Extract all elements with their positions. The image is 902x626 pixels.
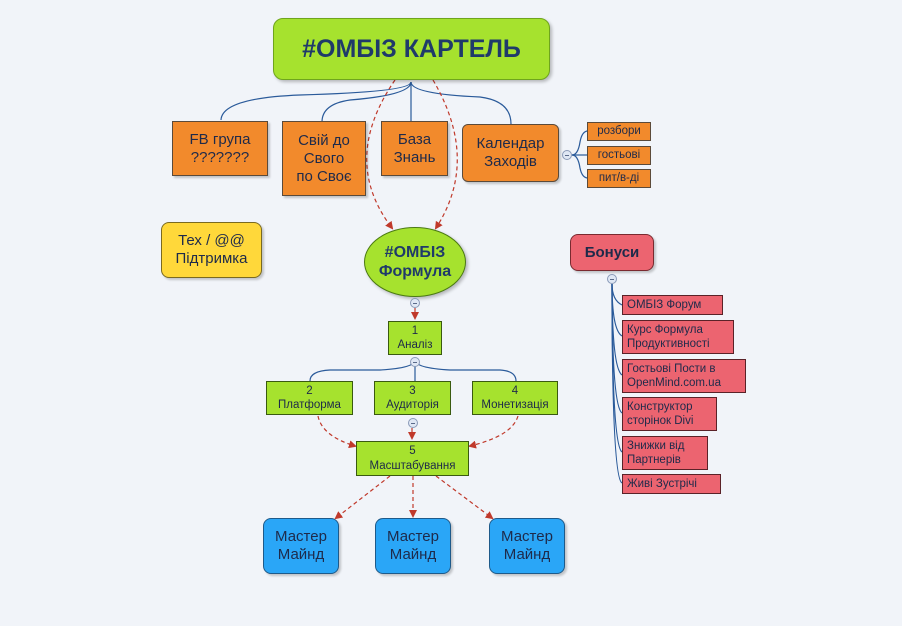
root-formula-connectors — [366, 79, 458, 230]
connector-monetization-scaling — [468, 415, 519, 449]
support-node-label: Тех / @@ Підтримка — [175, 232, 248, 267]
formula-collapse-toggle[interactable] — [410, 298, 420, 308]
branch-events-calendar[interactable]: Календар Заходів — [462, 124, 559, 182]
connector-root-formula-left — [366, 79, 396, 230]
connector-scaling-mastermind-right — [435, 475, 494, 520]
calendar-item-pyt-label: пит/в-ді — [598, 171, 640, 184]
mastermind-node-center-label: Мастер Майнд — [387, 528, 439, 563]
bonus-item-meetings[interactable]: Живі Зустрічі — [622, 474, 721, 494]
step-monetization[interactable]: 4 Монетизація — [472, 381, 558, 415]
audience-collapse-toggle[interactable] — [408, 418, 418, 428]
support-node[interactable]: Тех / @@ Підтримка — [161, 222, 262, 278]
calendar-item-gostovi[interactable]: гостьові — [587, 146, 651, 165]
connector-root-calendar — [410, 81, 512, 125]
bonus-connectors — [611, 283, 623, 484]
connector-calendar-razbory — [571, 130, 589, 156]
calendar-item-pyt[interactable]: пит/в-ді — [587, 169, 651, 188]
bonus-item-meetings-label: Живі Зустрічі — [627, 477, 697, 490]
root-branch-connectors — [220, 81, 512, 125]
connector-analysis-platform — [309, 359, 416, 382]
connector-platform-scaling — [317, 415, 357, 449]
mastermind-node-right-label: Мастер Майнд — [501, 528, 553, 563]
branch-own-to-own-label: Свій до Свого по Своє — [296, 131, 352, 185]
step-scaling-connectors — [317, 415, 519, 449]
root-node-label: #ОМБІЗ КАРТЕЛЬ — [302, 35, 521, 63]
bonus-item-guest-posts[interactable]: Гостьові Пости в OpenMind.com.ua — [622, 359, 746, 393]
bonus-item-forum[interactable]: ОМБІЗ Форум — [622, 295, 723, 315]
step-analysis-label: 1 Аналіз — [397, 324, 433, 351]
calendar-item-gostovi-label: гостьові — [597, 148, 641, 161]
step-audience[interactable]: 3 Аудиторія — [374, 381, 451, 415]
mastermind-node-center[interactable]: Мастер Майнд — [375, 518, 451, 574]
step-platform-label: 2 Платформа — [278, 384, 341, 411]
branch-events-calendar-label: Календар Заходів — [476, 135, 545, 170]
step-scaling[interactable]: 5 Масштабування — [356, 441, 469, 476]
analysis-collapse-toggle[interactable] — [410, 357, 420, 367]
connector-calendar-pyt — [571, 154, 589, 179]
mastermind-node-left-label: Мастер Майнд — [275, 528, 327, 563]
calendar-connectors — [571, 130, 589, 179]
bonus-item-divi[interactable]: Конструктор сторінок Divi — [622, 397, 717, 431]
branch-fb-group[interactable]: FB група ??????? — [172, 121, 268, 176]
connector-root-own — [321, 81, 412, 123]
bonus-item-discounts[interactable]: Знижки від Партнерів — [622, 436, 708, 470]
bonuses-collapse-toggle[interactable] — [607, 274, 617, 284]
step-audience-label: 3 Аудиторія — [386, 384, 439, 411]
calendar-item-razbory[interactable]: розбори — [587, 122, 651, 141]
connector-scaling-mastermind-left — [334, 475, 391, 520]
scaling-mastermind-connectors — [334, 475, 494, 520]
calendar-collapse-toggle[interactable] — [562, 150, 572, 160]
formula-node[interactable]: #ОМБІЗ Формула — [364, 227, 466, 297]
bonus-item-guest-posts-label: Гостьові Пости в OpenMind.com.ua — [627, 362, 721, 389]
step-monetization-label: 4 Монетизація — [481, 384, 549, 411]
bonus-item-divi-label: Конструктор сторінок Divi — [627, 400, 694, 427]
connector-bonus-meetings — [611, 283, 623, 484]
mastermind-node-left[interactable]: Мастер Майнд — [263, 518, 339, 574]
formula-node-label: #ОМБІЗ Формула — [378, 243, 452, 280]
bonus-item-discounts-label: Знижки від Партнерів — [627, 439, 685, 466]
branch-fb-group-label: FB група ??????? — [189, 130, 251, 166]
branch-own-to-own[interactable]: Свій до Свого по Своє — [282, 121, 366, 196]
connector-bonus-forum — [611, 283, 623, 306]
step-analysis[interactable]: 1 Аналіз — [388, 321, 442, 355]
mastermind-node-right[interactable]: Мастер Майнд — [489, 518, 565, 574]
step-scaling-label: 5 Масштабування — [369, 445, 456, 472]
bonuses-node-label: Бонуси — [584, 243, 640, 261]
connector-root-fb — [220, 81, 412, 121]
bonus-item-course[interactable]: Курс Формула Продуктивності — [622, 320, 734, 354]
root-node[interactable]: #ОМБІЗ КАРТЕЛЬ — [273, 18, 550, 80]
branch-knowledge-base[interactable]: База Знань — [381, 121, 448, 176]
bonus-item-forum-label: ОМБІЗ Форум — [627, 298, 702, 311]
bonuses-node[interactable]: Бонуси — [570, 234, 654, 271]
step-platform[interactable]: 2 Платформа — [266, 381, 353, 415]
branch-knowledge-base-label: База Знань — [393, 130, 436, 166]
connector-analysis-monetization — [414, 359, 517, 382]
calendar-item-razbory-label: розбори — [597, 124, 641, 137]
bonus-item-course-label: Курс Формула Продуктивності — [627, 323, 710, 350]
